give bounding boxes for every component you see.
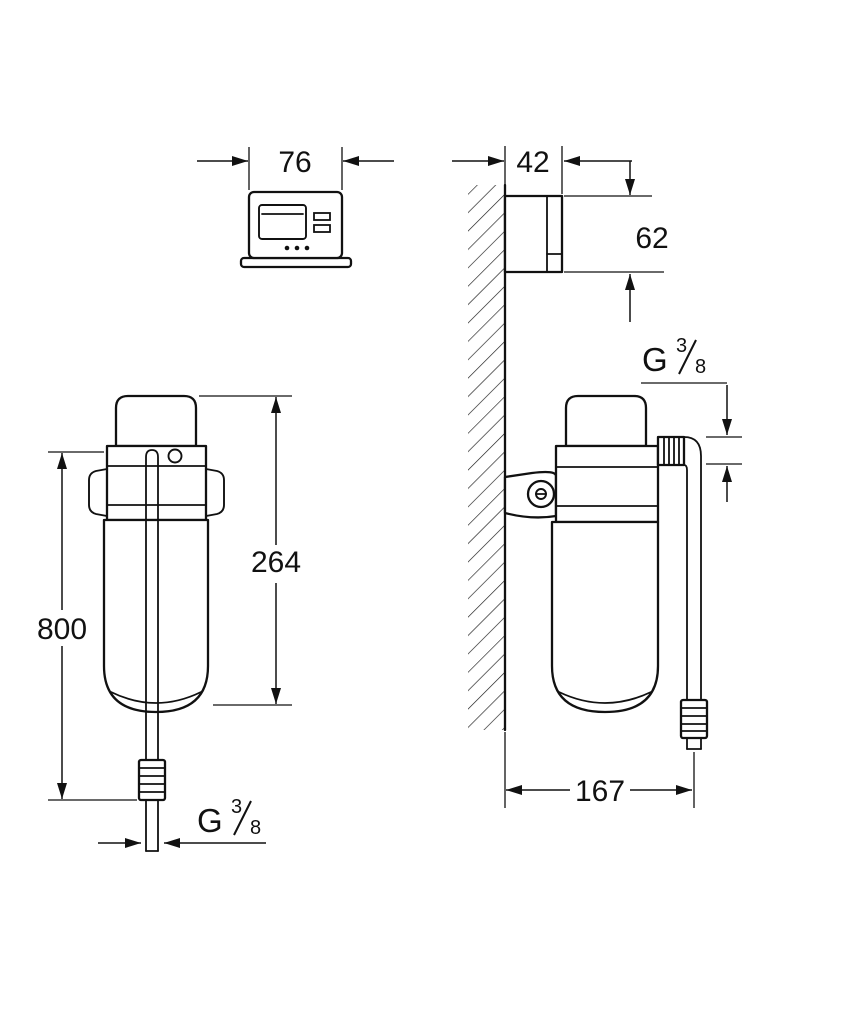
indicator-dot-3	[304, 245, 310, 251]
filter-body-bottom-line	[110, 691, 202, 704]
display-screen	[258, 204, 307, 240]
filter-clip-right	[205, 467, 225, 518]
indicator-dot-2	[294, 245, 300, 251]
head-screw	[167, 448, 183, 464]
dimension-label-800: 800	[37, 613, 87, 646]
filter-cap	[114, 394, 198, 448]
wall-mount-unit	[503, 194, 564, 274]
dimension-label-76: 76	[278, 146, 311, 179]
filter-side-view	[503, 394, 709, 750]
thread-callout-side: G 3 8	[641, 335, 727, 384]
thread-label-g-side: G	[642, 341, 668, 378]
filter-body	[102, 518, 210, 714]
fraction-slash-front	[233, 800, 252, 836]
dimension-label-62: 62	[635, 222, 668, 255]
dimension-800: 800	[37, 451, 137, 801]
hose-elbow-outer	[683, 436, 702, 701]
filter-front-view	[88, 394, 225, 852]
dimension-264: 264	[199, 395, 301, 706]
filter-head-side	[554, 444, 660, 524]
dimension-label-42: 42	[516, 146, 549, 179]
filter-clip-left	[88, 467, 108, 518]
filter-cap-side	[564, 394, 648, 448]
dimension-42: 42	[452, 146, 632, 194]
wall-mount-body	[503, 194, 564, 274]
control-unit-base	[239, 256, 353, 269]
hose-connector-side	[679, 698, 709, 740]
thread-label-denominator-front: 8	[250, 817, 261, 839]
indicator-dot-1	[284, 245, 290, 251]
wall-section	[468, 183, 507, 732]
dimension-label-167: 167	[575, 775, 625, 808]
filter-head	[105, 444, 208, 522]
thread-label-numerator-front: 3	[231, 796, 242, 818]
dimension-167: 167	[504, 732, 695, 808]
filter-body-side	[550, 520, 660, 714]
hose-elbow-fitting	[656, 435, 686, 467]
thread-callout-front: G 3 8	[98, 796, 266, 848]
control-button-1	[313, 212, 331, 221]
thread-label-numerator-side: 3	[676, 335, 687, 357]
control-unit-front-view	[239, 190, 353, 269]
thread-label-denominator-side: 8	[695, 356, 706, 378]
thread-label-g-front: G	[197, 802, 223, 839]
dimension-62: 62	[564, 161, 669, 322]
hose-connector	[137, 758, 167, 802]
dimension-76: 76	[197, 146, 394, 190]
fraction-slash-side	[678, 339, 697, 375]
hose-elbow-inner	[683, 464, 688, 701]
dimension-fitting-height	[706, 385, 742, 502]
wall-hatch	[468, 185, 505, 730]
hose-outlet-bend	[145, 449, 159, 467]
dimension-label-264: 264	[251, 546, 301, 579]
filter-body-bottom-line-side	[558, 691, 652, 704]
control-button-2	[313, 224, 331, 233]
